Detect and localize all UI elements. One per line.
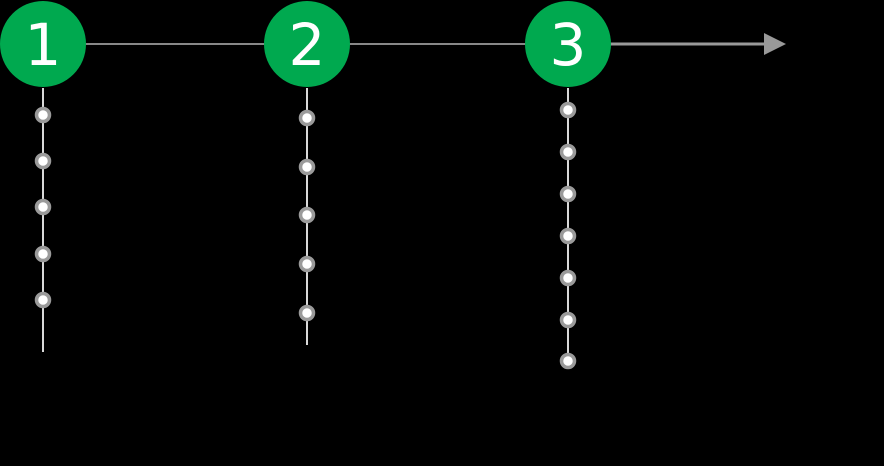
node-circle-3[interactable]	[525, 1, 611, 87]
axis-group	[43, 33, 786, 55]
milestone-dot-1-3[interactable]	[34, 198, 52, 216]
milestone-dot-3-3[interactable]	[559, 185, 577, 203]
node-label-1: 1	[25, 11, 62, 79]
nodes-group: 1 2 3	[0, 1, 611, 87]
milestone-dot-1-4[interactable]	[34, 245, 52, 263]
milestone-dot-1-2[interactable]	[34, 152, 52, 170]
milestone-dot-2-5[interactable]	[298, 304, 316, 322]
node-circle-1[interactable]	[0, 1, 86, 87]
milestone-dot-2-1[interactable]	[298, 109, 316, 127]
milestone-dot-3-7[interactable]	[559, 352, 577, 370]
milestone-dot-3-6[interactable]	[559, 311, 577, 329]
milestone-dot-3-1[interactable]	[559, 101, 577, 119]
node-label-2: 2	[289, 11, 326, 79]
milestone-dot-1-1[interactable]	[34, 106, 52, 124]
milestone-dot-2-4[interactable]	[298, 255, 316, 273]
milestone-dot-3-2[interactable]	[559, 143, 577, 161]
milestone-dot-3-5[interactable]	[559, 269, 577, 287]
milestone-dot-2-2[interactable]	[298, 158, 316, 176]
node-circle-2[interactable]	[264, 1, 350, 87]
milestone-dot-3-4[interactable]	[559, 227, 577, 245]
milestones-group	[34, 101, 577, 370]
node-label-3: 3	[550, 11, 587, 79]
milestone-dot-1-5[interactable]	[34, 291, 52, 309]
axis-arrow-head-icon	[764, 33, 786, 55]
milestone-dot-2-3[interactable]	[298, 206, 316, 224]
